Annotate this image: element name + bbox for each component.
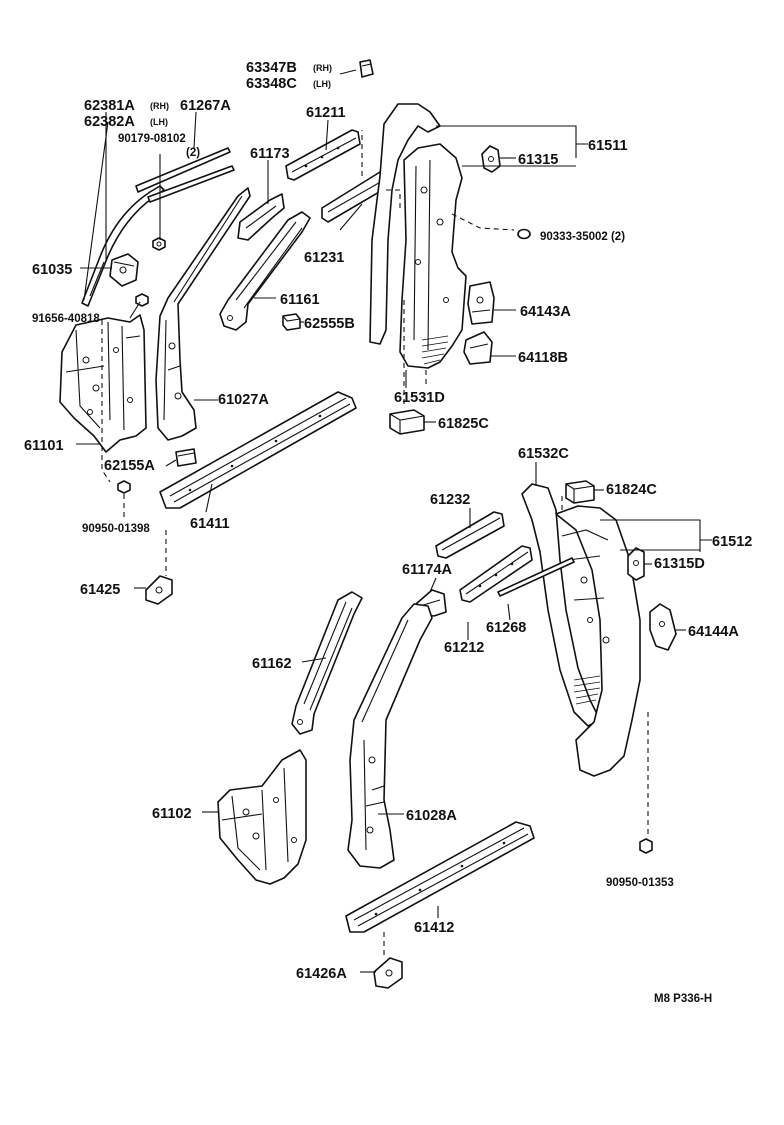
part-61211-rail (285, 129, 361, 181)
label-61173: 61173 (250, 146, 290, 162)
label-61268: 61268 (486, 620, 526, 636)
part-labels: 63347B (RH) 63348C (LH) 62381A (RH) 6238… (24, 60, 752, 1005)
label-61412: 61412 (414, 920, 454, 936)
label-61315D: 61315D (654, 556, 705, 572)
label-63348C: 63348C (246, 76, 297, 92)
label-90179-qty: (2) (186, 147, 200, 159)
dashed-guides (101, 130, 649, 958)
part-61315-clip (481, 145, 501, 173)
label-61511: 61511 (588, 138, 628, 154)
label-91656: 91656-40818 (32, 313, 100, 325)
label-61162: 61162 (252, 656, 292, 672)
part-61412-rocker (345, 821, 535, 933)
part-61173-bracket (237, 193, 285, 241)
part-64118B-bracket (463, 331, 493, 365)
part-91656-bolt (135, 293, 149, 307)
label-62381A: 62381A (84, 98, 135, 114)
part-61824C-block (565, 480, 595, 504)
part-61825C-block (389, 409, 425, 435)
label-63347B-suffix: (RH) (313, 63, 332, 73)
label-61101: 61101 (24, 438, 64, 454)
part-61511-quarter-pillar (369, 103, 467, 369)
part-61315D-clip (627, 547, 645, 581)
part-90950-01353-nut (639, 838, 653, 854)
part-61102-cowl-panel (217, 749, 307, 885)
label-61825C: 61825C (438, 416, 489, 432)
label-61532C: 61532C (518, 446, 569, 462)
footer-code: M8 P336-H (654, 993, 712, 1005)
label-63347B: 63347B (246, 60, 297, 76)
label-61426A: 61426A (296, 966, 347, 982)
leader-lines (76, 69, 712, 973)
label-61315: 61315 (518, 152, 558, 168)
part-62555B-pad (282, 313, 301, 331)
label-62382A: 62382A (84, 114, 135, 130)
label-64143A: 64143A (520, 304, 571, 320)
label-63348C-suffix: (LH) (313, 79, 331, 89)
label-61267A: 61267A (180, 98, 231, 114)
label-62555B: 62555B (304, 316, 355, 332)
part-61411-rocker (159, 391, 357, 509)
label-61425: 61425 (80, 582, 120, 598)
label-62381A-suffix: (RH) (150, 101, 169, 111)
label-61824C: 61824C (606, 482, 657, 498)
label-61161: 61161 (280, 292, 320, 308)
label-61512: 61512 (712, 534, 752, 550)
label-64144A: 64144A (688, 624, 739, 640)
label-61411: 61411 (190, 516, 230, 532)
part-90179-nut (152, 237, 166, 251)
part-61232-rail (435, 511, 505, 559)
label-90179: 90179-08102 (118, 133, 186, 145)
label-61035: 61035 (32, 262, 72, 278)
part-61268-strip (497, 557, 575, 597)
part-61101-cowl-panel (59, 314, 147, 453)
label-62382A-suffix: (LH) (150, 117, 168, 127)
label-61232: 61232 (430, 492, 470, 508)
label-61028A: 61028A (406, 808, 457, 824)
label-90333: 90333-35002 (2) (540, 231, 625, 243)
label-90950-01353: 90950-01353 (606, 877, 674, 889)
label-90950-01398: 90950-01398 (82, 523, 150, 535)
part-61512-rear-quarter (521, 483, 641, 777)
part-61027A-front-pillar (155, 187, 251, 441)
label-61027A: 61027A (218, 392, 269, 408)
label-64118B: 64118B (518, 350, 568, 366)
part-62155A-block (175, 448, 197, 467)
part-61162-inner-pillar (291, 591, 363, 735)
label-61102: 61102 (152, 806, 192, 822)
label-61231: 61231 (304, 250, 344, 266)
label-61211: 61211 (306, 105, 346, 121)
label-61212: 61212 (444, 640, 484, 656)
part-64144A-bracket (649, 603, 677, 651)
label-61174A: 61174A (402, 562, 453, 578)
part-61426A-clip (373, 957, 403, 989)
label-62155A: 62155A (104, 458, 155, 474)
part-61161-inner-pillar (219, 211, 311, 331)
part-61212-rail (459, 545, 533, 603)
part-64143A-bracket (467, 281, 495, 325)
part-90333-grommet (517, 228, 531, 240)
part-62381A-weatherstrip (81, 185, 165, 307)
part-61028A-center-pillar (347, 603, 433, 869)
part-90950-01398-nut (117, 480, 131, 494)
part-61035-bracket (109, 253, 139, 287)
part-61425-clip (145, 575, 173, 605)
part-63347B-cap (359, 59, 374, 78)
label-61531D: 61531D (394, 390, 445, 406)
